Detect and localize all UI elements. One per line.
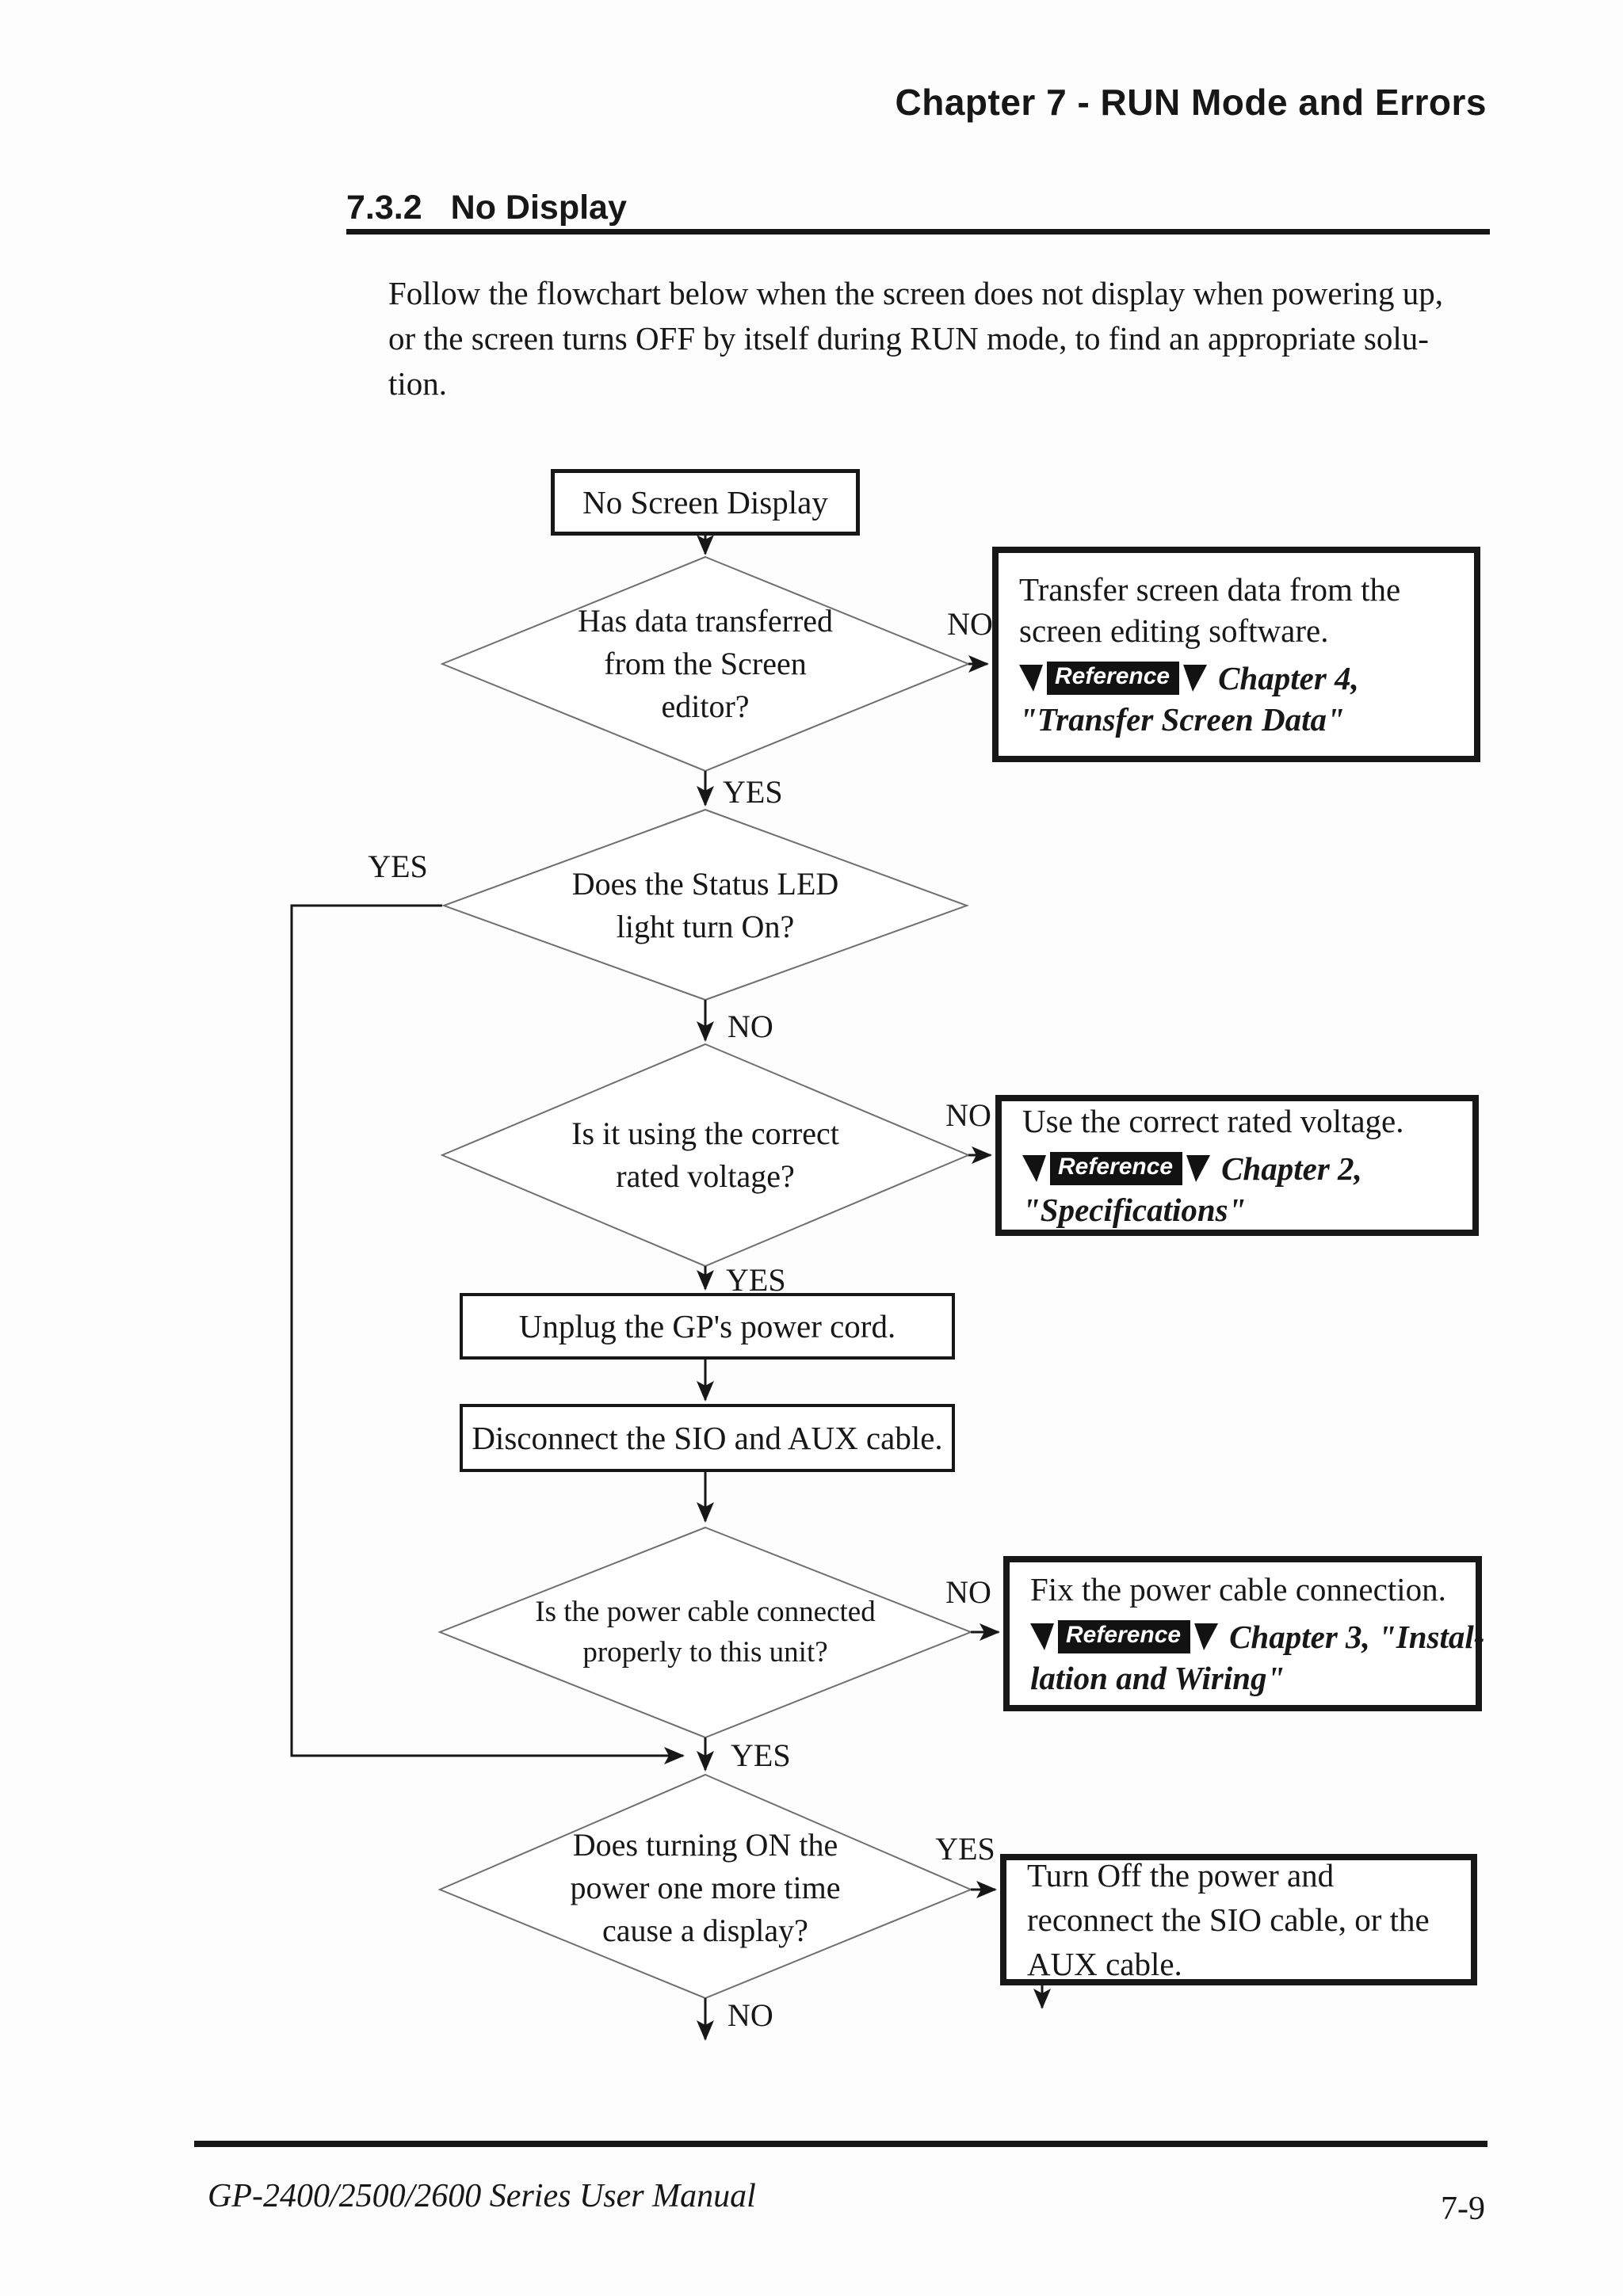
reference-row: Reference Chapter 2, (1022, 1148, 1460, 1189)
label-yes-d4: YES (731, 1737, 791, 1773)
intro-line: tion. (388, 365, 448, 402)
ref-chapter: Chapter 4, (1218, 660, 1359, 696)
ref-chapter-continued: "Transfer Screen Data" (1019, 701, 1345, 738)
reference-badge-right-triangle-icon (1186, 1155, 1211, 1182)
reference-badge: Reference (1030, 1620, 1219, 1653)
process-unplug-power: Unplug the GP's power cord. (460, 1293, 955, 1360)
label-yes-d5: YES (935, 1831, 995, 1867)
decision-turn-on-again-label: Does turning ON the power one more time … (460, 1824, 951, 1952)
reference-badge-left-triangle-icon (1022, 1155, 1046, 1182)
label-yes-d3: YES (726, 1262, 786, 1298)
yes-loop-line (290, 904, 685, 1764)
ref-body: Use the correct rated voltage. (1022, 1103, 1404, 1139)
decision-line: editor? (661, 688, 750, 724)
intro-paragraph: Follow the flowchart below when the scre… (388, 271, 1443, 406)
decision-data-transferred-label: Has data transferred from the Screen edi… (460, 600, 951, 728)
reference-row: Reference Chapter 3, "Instal- (1030, 1616, 1484, 1657)
decision-diamonds (437, 555, 973, 2000)
flow-connectors (290, 535, 1051, 2041)
ref-chapter-continued: lation and Wiring" (1030, 1660, 1285, 1696)
decision-rated-voltage-label: Is it using the correct rated voltage? (460, 1112, 951, 1198)
reference-badge-left-triangle-icon (1019, 665, 1043, 692)
section-title: No Display (450, 189, 627, 227)
label-no-d5: NO (727, 1997, 773, 2033)
footer-rule (194, 2141, 1487, 2147)
decision-line: rated voltage? (616, 1158, 795, 1194)
ref-body: Fix the power cable connection. (1030, 1571, 1446, 1608)
start-box: No Screen Display (551, 469, 860, 536)
section-heading: 7.3.2 No Display (346, 189, 627, 227)
reference-badge: Reference (1019, 662, 1208, 695)
section-number: 7.3.2 (346, 189, 422, 227)
decision-line: power one more time (570, 1870, 841, 1905)
chapter-header: Chapter 7 - RUN Mode and Errors (895, 82, 1487, 123)
action-box-reconnect-cables: Turn Off the power and reconnect the SIO… (1000, 1854, 1477, 1985)
label-yes-d2: YES (368, 849, 428, 884)
decision-line: Is the power cable connected (535, 1596, 876, 1628)
intro-line: Follow the flowchart below when the scre… (388, 275, 1444, 311)
decision-line: Is it using the correct (571, 1116, 839, 1151)
ref-body: Transfer screen data from the screen edi… (1019, 571, 1401, 649)
decision-line: Has data transferred (577, 603, 834, 639)
label-no-d4: NO (945, 1574, 991, 1610)
ref-chapter-continued: "Specifications" (1022, 1192, 1247, 1228)
decision-line: properly to this unit? (582, 1636, 828, 1669)
process-disconnect-cables: Disconnect the SIO and AUX cable. (460, 1404, 955, 1472)
decision-line: cause a display? (602, 1913, 808, 1948)
reference-badge-right-triangle-icon (1194, 1623, 1219, 1650)
reference-badge-right-triangle-icon (1183, 665, 1208, 692)
ref-chapter: Chapter 2, (1221, 1150, 1362, 1187)
section-rule (346, 229, 1490, 235)
ref-chapter: Chapter 3, "Instal- (1229, 1619, 1485, 1655)
label-no-d1: NO (947, 606, 993, 642)
ref-box-rated-voltage: Use the correct rated voltage. Reference… (995, 1095, 1479, 1236)
footer-manual-title: GP-2400/2500/2600 Series User Manual (208, 2178, 756, 2214)
decision-line: Does turning ON the (572, 1827, 838, 1863)
action-body: Turn Off the power and reconnect the SIO… (1027, 1857, 1430, 1982)
footer-page-number: 7-9 (1441, 2191, 1485, 2227)
decision-line: light turn On? (616, 909, 795, 944)
label-yes-d1: YES (723, 774, 783, 810)
decision-power-cable-label: Is the power cable connected properly to… (448, 1592, 963, 1672)
reference-badge-label: Reference (1047, 662, 1180, 695)
reference-badge-label: Reference (1050, 1152, 1183, 1185)
ref-box-fix-power-cable: Fix the power cable connection. Referenc… (1003, 1556, 1484, 1711)
intro-line: or the screen turns OFF by itself during… (388, 320, 1429, 357)
decision-line: from the Screen (604, 646, 807, 681)
label-no-d2: NO (727, 1009, 773, 1044)
decision-line: Does the Status LED (571, 866, 839, 902)
reference-row: Reference Chapter 4, (1019, 658, 1461, 699)
label-no-d3: NO (945, 1097, 991, 1133)
reference-badge-label: Reference (1058, 1620, 1191, 1653)
reference-badge: Reference (1022, 1152, 1211, 1185)
ref-box-transfer-data: Transfer screen data from the screen edi… (992, 547, 1480, 762)
decision-status-led-label: Does the Status LED light turn On? (460, 863, 951, 948)
reference-badge-left-triangle-icon (1030, 1623, 1054, 1650)
